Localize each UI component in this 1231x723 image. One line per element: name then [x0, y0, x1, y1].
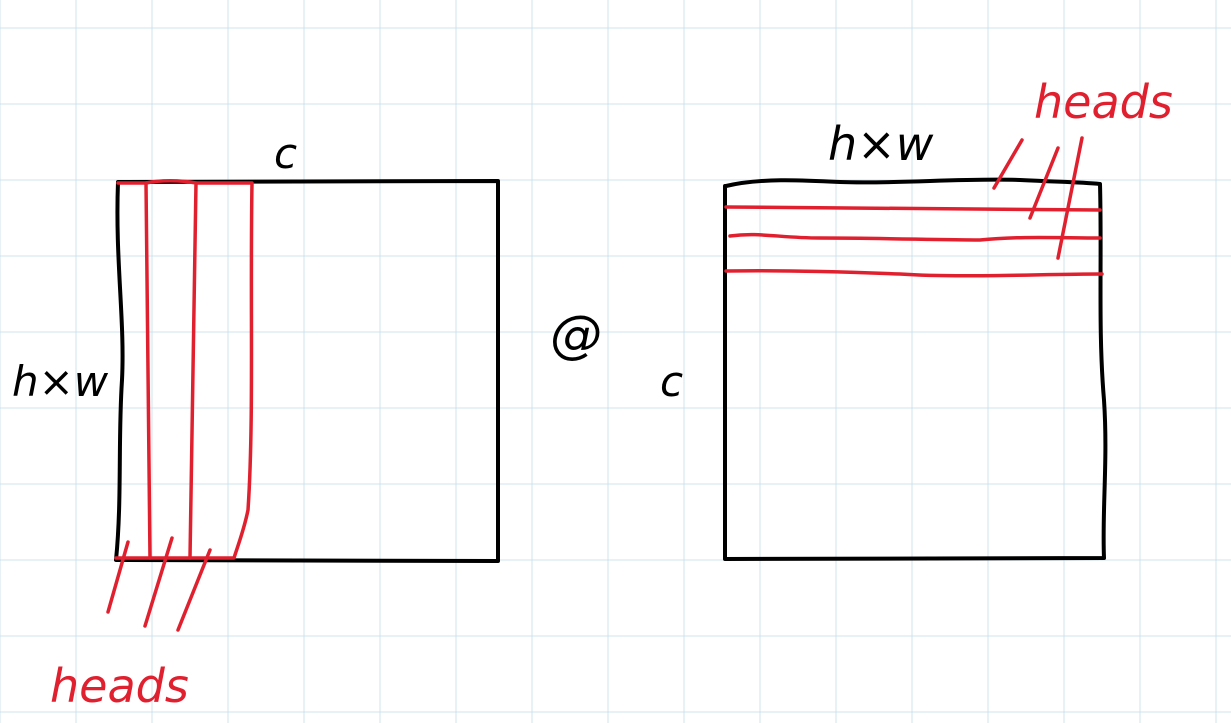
right-matrix-side-label: c	[660, 357, 683, 406]
left-matrix-side-label: h×w	[12, 357, 109, 406]
right-head-row-1	[724, 205, 1102, 212]
left-matrix-outline	[114, 179, 500, 563]
left-heads-pointer-2	[143, 536, 174, 628]
left-head-strip-2	[144, 179, 198, 560]
right-heads-label: heads	[1034, 75, 1173, 129]
right-matrix	[723, 136, 1108, 561]
right-head-row-2	[728, 232, 1102, 242]
right-heads-pointer-3	[1056, 136, 1084, 260]
left-heads-pointer-1	[106, 540, 130, 614]
left-head-strip-1	[114, 181, 152, 560]
right-head-row-3	[724, 268, 1104, 278]
left-head-strip-3	[188, 181, 254, 560]
right-heads-pointer-1	[992, 138, 1024, 190]
left-matrix-top-label: c	[274, 129, 297, 178]
left-heads-pointer-3	[176, 548, 212, 632]
matmul-operator: @	[550, 305, 602, 365]
right-matrix-top-label: h×w	[828, 117, 934, 171]
left-heads-label: heads	[50, 659, 189, 713]
right-matrix-outline	[723, 177, 1108, 561]
right-heads-pointer-2	[1028, 146, 1060, 220]
left-matrix	[106, 179, 500, 632]
